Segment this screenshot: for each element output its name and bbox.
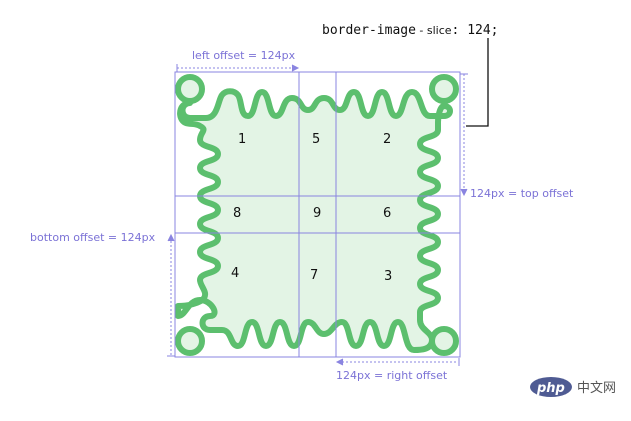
bottom-offset-label: bottom offset = 124px xyxy=(30,231,156,244)
code-value: : 124; xyxy=(452,23,499,38)
watermark: php 中文网 xyxy=(530,377,616,397)
right-offset-label: 124px = right offset xyxy=(336,369,448,382)
code-property: border-image xyxy=(322,23,416,38)
slice-grid xyxy=(174,71,461,358)
code-suffix: - slice xyxy=(416,24,452,37)
php-logo-icon xyxy=(530,377,572,397)
corner-circle-bottom-left xyxy=(175,326,205,356)
code-annotation: border-image - slice: 124; xyxy=(322,23,499,38)
region-label-4: 4 xyxy=(231,266,239,281)
region-label-7: 7 xyxy=(310,268,318,283)
watermark-logo-text: php xyxy=(536,381,565,396)
left-offset-label: left offset = 124px xyxy=(192,49,296,62)
left-offset-dimension xyxy=(176,64,300,72)
corner-circle-top-left xyxy=(175,74,205,104)
region-label-9: 9 xyxy=(313,206,321,221)
annotation-leader-line xyxy=(466,38,489,127)
region-label-6: 6 xyxy=(383,206,391,221)
right-offset-dimension xyxy=(335,358,460,366)
region-label-3: 3 xyxy=(384,269,392,284)
top-offset-dimension xyxy=(460,73,468,197)
top-offset-label: 124px = top offset xyxy=(470,187,574,200)
region-label-5: 5 xyxy=(312,132,320,147)
bottom-offset-dimension xyxy=(167,233,175,357)
region-label-2: 2 xyxy=(383,132,391,147)
region-label-8: 8 xyxy=(233,206,241,221)
corner-circle-top-right xyxy=(429,74,459,104)
region-label-1: 1 xyxy=(238,132,246,147)
watermark-text: 中文网 xyxy=(577,381,616,396)
slice-grid-outer xyxy=(174,71,461,358)
corner-circle-bottom-right xyxy=(429,326,459,356)
